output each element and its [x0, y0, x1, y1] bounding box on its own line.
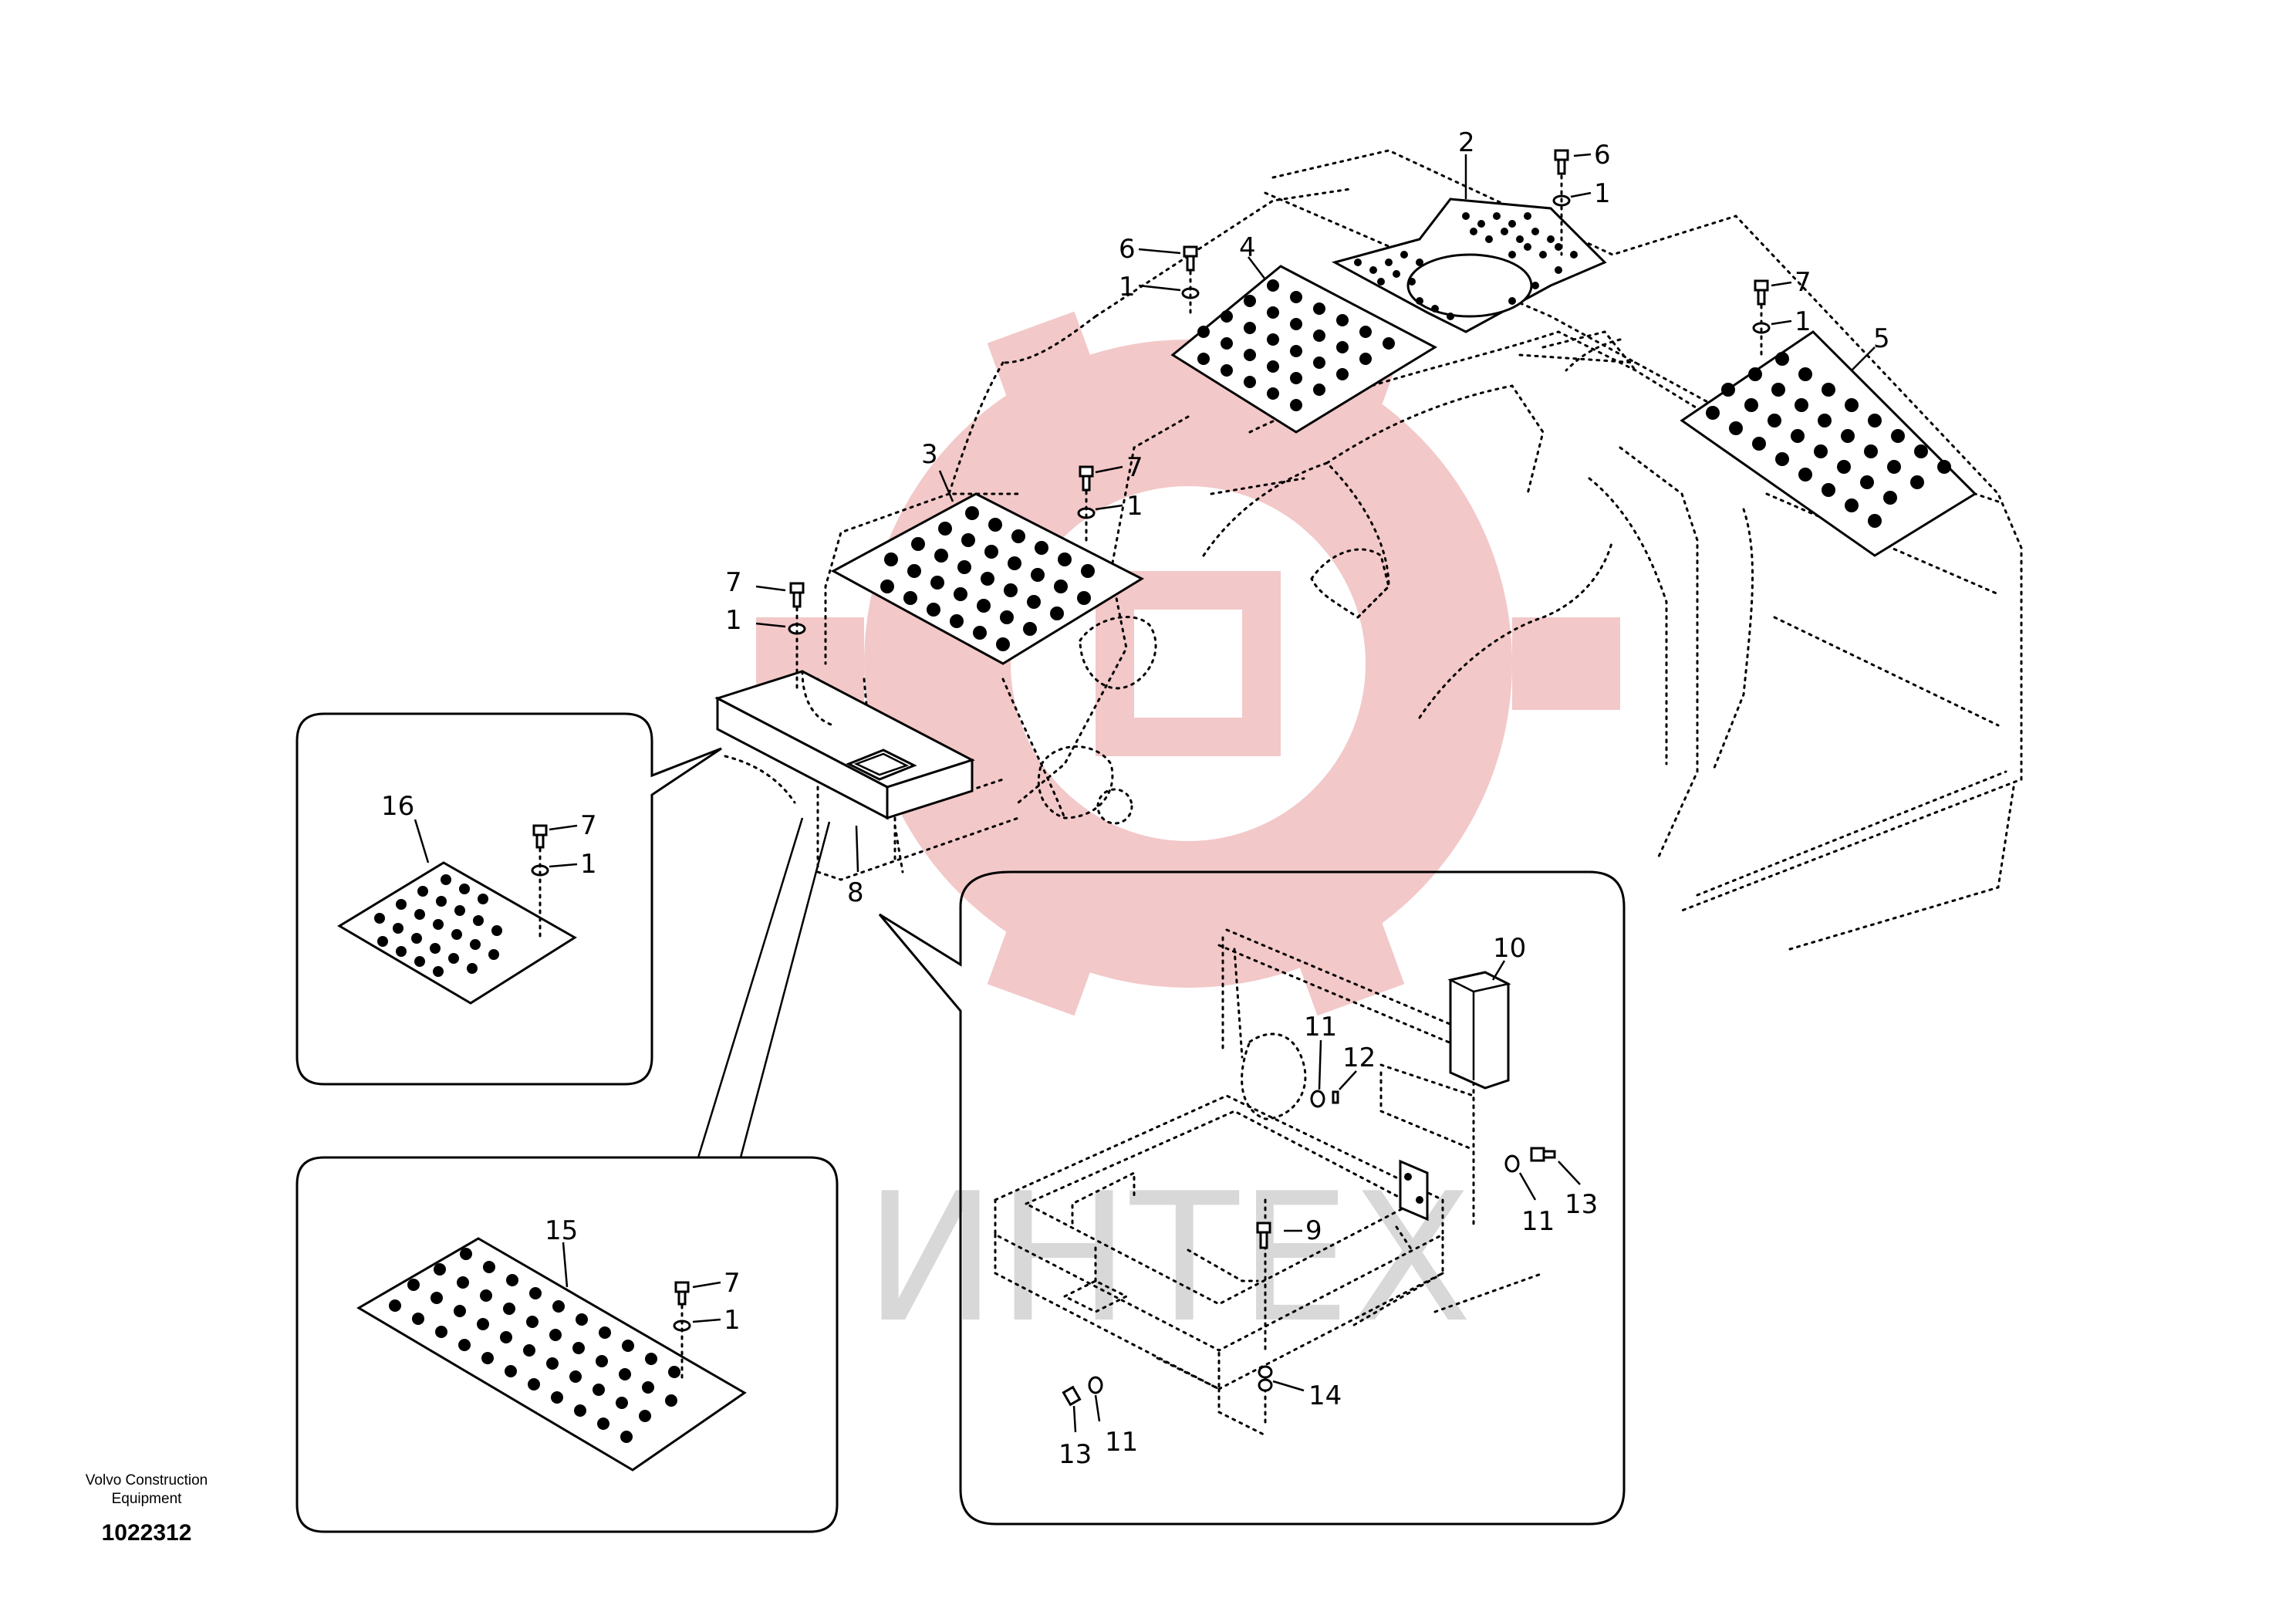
callout-3: 3: [921, 439, 938, 470]
control-box-10: [1447, 971, 1511, 1090]
nut-11-right: [1504, 1154, 1520, 1173]
nut-11-upper: [1310, 1090, 1325, 1108]
plate-2: [1331, 198, 1607, 333]
plate-5: [1680, 330, 1977, 557]
callout-7-plate5: 7: [1795, 267, 1811, 298]
bolts-main: [788, 149, 1771, 635]
callout-1-plate5: 1: [1795, 306, 1811, 337]
watermark-text: ИНТЕХ: [864, 1156, 1472, 1362]
callout-6-plate4: 6: [1119, 234, 1136, 265]
bolt-7-inset15: [674, 1281, 690, 1306]
callout-13-lower: 13: [1059, 1439, 1092, 1470]
callout-8: 8: [847, 877, 864, 908]
footer: Volvo Construction Equipment 1022312: [86, 1472, 208, 1546]
callout-11-upper: 11: [1304, 1012, 1337, 1042]
inset-16: [295, 712, 722, 1086]
callout-1-plate3: 1: [1126, 491, 1143, 522]
callout-10: 10: [1493, 933, 1526, 964]
callout-11-lower: 11: [1105, 1427, 1138, 1458]
plate-4: [1170, 265, 1438, 434]
toolbox-8: [714, 670, 975, 866]
callout-11-right: 11: [1521, 1206, 1555, 1237]
callout-4: 4: [1239, 232, 1256, 263]
hinge: [1399, 1159, 1429, 1222]
screw-12: [1332, 1090, 1339, 1104]
callout-1-toolbox: 1: [725, 605, 742, 636]
bolt-7-plate3: [1079, 465, 1094, 492]
bolt-7-plate5: [1754, 279, 1769, 306]
footer-caption-line2: Equipment: [112, 1491, 183, 1507]
inset-8-detail: [878, 870, 1626, 1526]
nut-11-lower: [1088, 1376, 1103, 1394]
callout-15: 15: [545, 1215, 578, 1246]
callout-16: 16: [381, 791, 414, 822]
callout-1-inset16: 1: [580, 849, 597, 880]
watermark: ИНТЕХ: [756, 311, 1620, 1362]
bolt-6-plate4: [1183, 245, 1198, 272]
inset-15: [295, 1156, 839, 1533]
leader-lines-main: [755, 153, 1876, 873]
nuts-14: [1258, 1365, 1273, 1392]
callout-7-plate3: 7: [1126, 452, 1143, 483]
callout-1-inset15: 1: [724, 1305, 741, 1336]
bolt-13-lower: [1062, 1385, 1082, 1407]
callout-12: 12: [1342, 1042, 1376, 1073]
footer-doc-number: 1022312: [102, 1520, 192, 1546]
callout-13-right: 13: [1565, 1189, 1598, 1220]
callout-1-top: 1: [1594, 178, 1611, 209]
callout-6-top: 6: [1594, 140, 1611, 171]
bolt-13-right: [1530, 1147, 1556, 1162]
callout-7-inset15: 7: [724, 1268, 741, 1299]
bolt-7-inset16: [532, 824, 548, 849]
bolt-9: [1256, 1222, 1271, 1249]
callout-5: 5: [1873, 323, 1890, 354]
callout-labels: 2 6 1 4 6 1 7 1 5 3 7 1 7 1 8 16 7 1 15 …: [381, 127, 1890, 1470]
inset-pointers: [651, 747, 831, 1158]
callout-1-plate4: 1: [1119, 272, 1136, 302]
bolt-7-toolbox: [789, 582, 805, 608]
callout-7-inset16: 7: [580, 810, 597, 841]
footer-caption-line1: Volvo Construction: [86, 1472, 208, 1489]
bolt-6-top: [1554, 149, 1569, 175]
callout-7-toolbox: 7: [725, 567, 742, 598]
callout-14: 14: [1308, 1380, 1342, 1411]
callout-9: 9: [1305, 1215, 1322, 1246]
callout-2: 2: [1458, 127, 1475, 158]
plate-3: [830, 492, 1145, 665]
